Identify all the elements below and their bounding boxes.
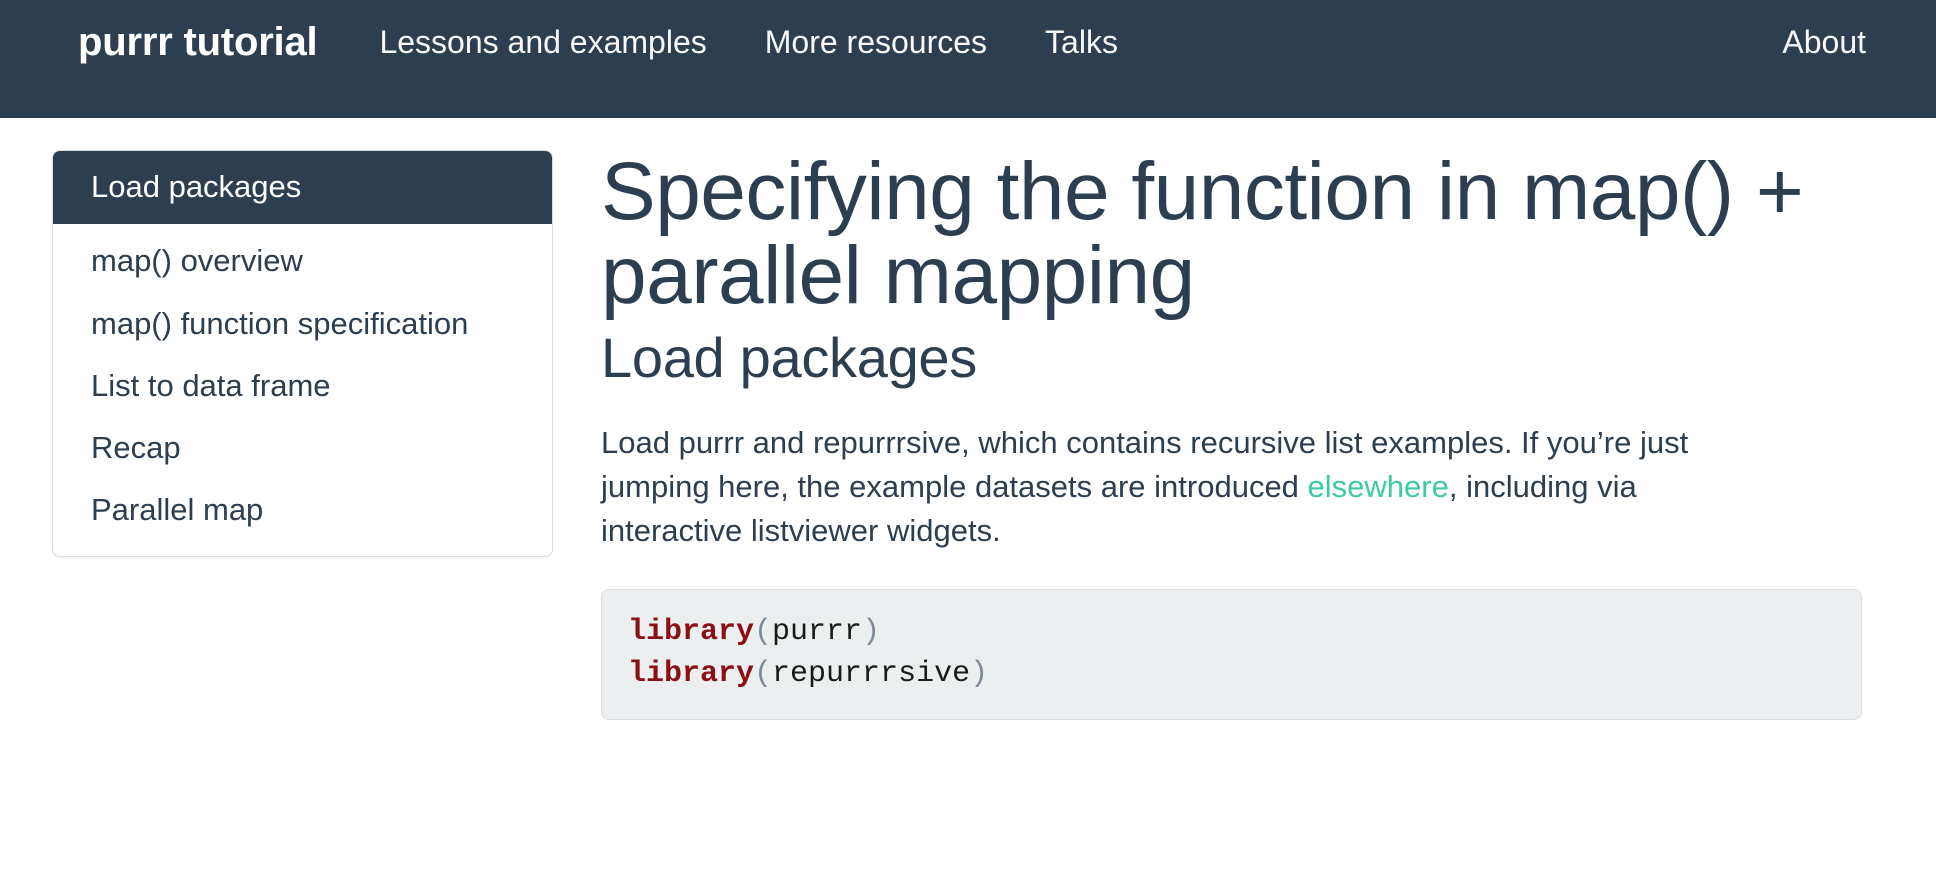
code-token-argument: repurrrsive — [772, 656, 971, 691]
sidebar-item-list-to-data-frame[interactable]: List to data frame — [91, 367, 331, 403]
code-token-open-paren: ( — [754, 615, 773, 650]
section-title: Load packages — [601, 325, 977, 389]
navbar-brand[interactable]: purrr tutorial — [78, 20, 318, 64]
sidebar-item-load-packages[interactable]: Load packages — [53, 151, 552, 225]
nav-link-about[interactable]: About — [1782, 24, 1866, 60]
nav-link-lessons-and-examples[interactable]: Lessons and examples — [379, 24, 707, 60]
paragraph-text-after-link: , including via interactive listviewer w… — [601, 468, 1637, 549]
code-line: library(purrr) — [628, 612, 1835, 653]
table-of-contents: Load packages map() overview map() funct… — [52, 150, 553, 557]
sidebar-item-parallel-map[interactable]: Parallel map — [91, 492, 264, 528]
nav-link-talks[interactable]: Talks — [1045, 24, 1118, 60]
main-content: Specifying the function in map() + paral… — [553, 146, 1936, 721]
code-token-open-paren: ( — [754, 656, 773, 691]
code-token-close-paren: ) — [862, 615, 881, 650]
code-line: library(repurrrsive) — [628, 654, 1835, 695]
nav-link-more-resources[interactable]: More resources — [764, 24, 988, 60]
navbar-right-links: About — [1782, 26, 1866, 58]
elsewhere-link[interactable]: elsewhere — [1307, 468, 1449, 504]
page-title: Specifying the function in map() + paral… — [601, 146, 1804, 322]
code-token-close-paren: ) — [970, 656, 989, 691]
sidebar-column: Load packages map() overview map() funct… — [0, 150, 553, 557]
navbar-inner: purrr tutorial Lessons and examples More… — [0, 0, 1936, 84]
sidebar-item-recap[interactable]: Recap — [91, 430, 181, 466]
paragraph-text-before-link: Load purrr and repurrrsive, which contai… — [601, 424, 1689, 504]
page-body: Load packages map() overview map() funct… — [0, 118, 1936, 721]
top-navbar: purrr tutorial Lessons and examples More… — [0, 0, 1936, 118]
intro-paragraph: Load purrr and repurrrsive, which contai… — [601, 421, 1761, 554]
sidebar-item-map-function-specification[interactable]: map() function specification — [91, 305, 469, 341]
code-block[interactable]: library(purrr) library(repurrrsive) — [601, 589, 1862, 721]
navbar-links: Lessons and examples More resources Talk… — [379, 26, 1176, 58]
code-token-argument: purrr — [772, 615, 863, 650]
code-token-function: library — [628, 656, 755, 691]
code-token-function: library — [628, 615, 755, 650]
sidebar-item-map-overview[interactable]: map() overview — [91, 243, 303, 279]
